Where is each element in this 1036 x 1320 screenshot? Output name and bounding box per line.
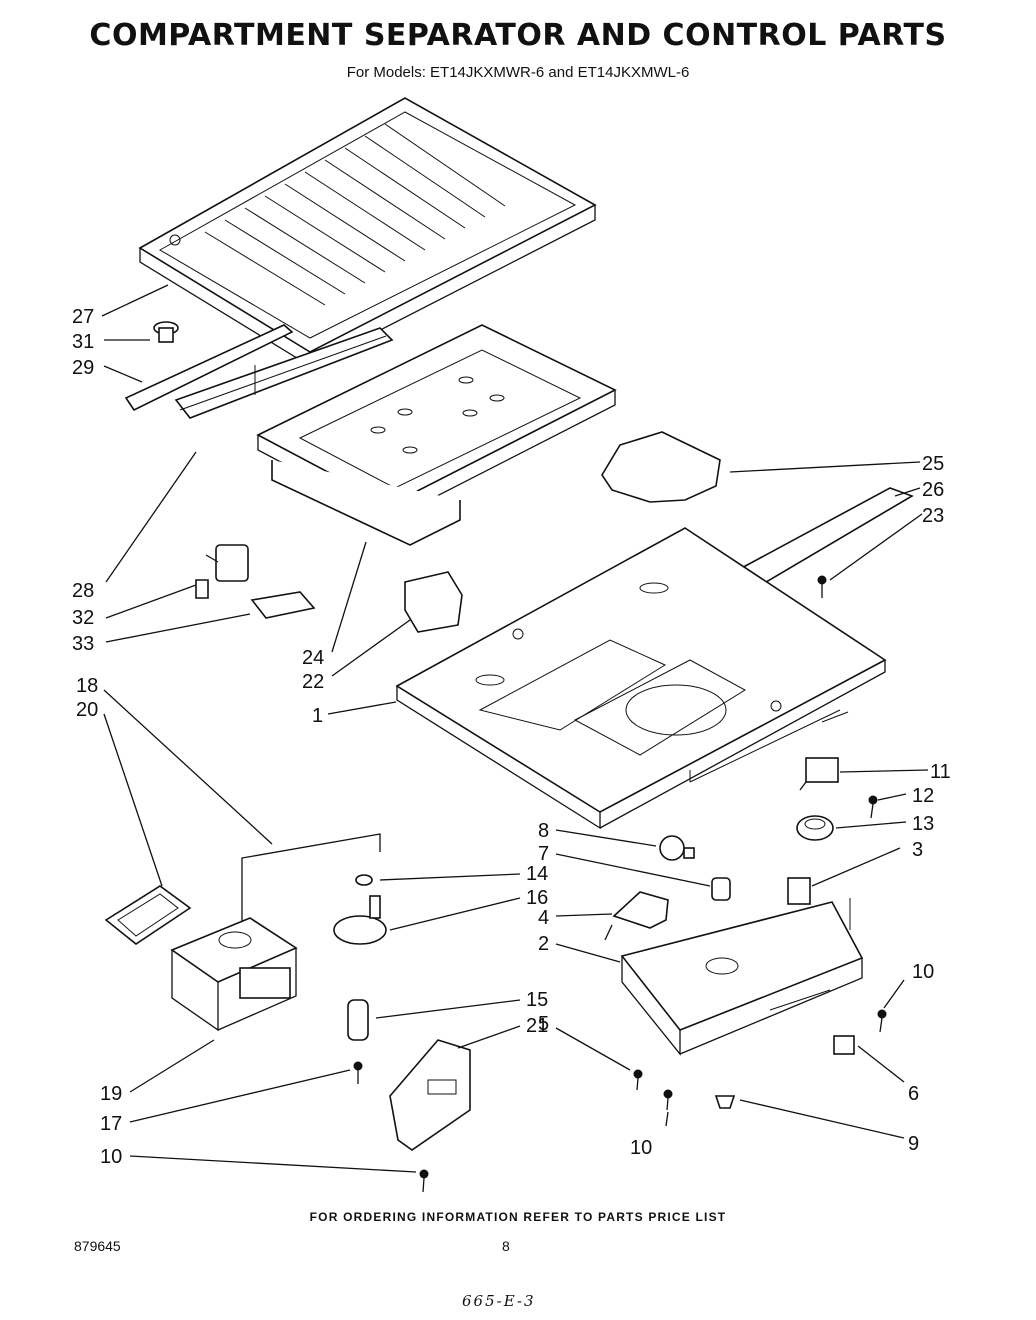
part-32-bulb-socket — [195, 544, 249, 599]
part-27-grille-shelf — [138, 97, 597, 367]
part-10-screw-bottom — [419, 1169, 429, 1193]
part-10-screw-mid — [663, 1089, 673, 1111]
callout-8: 8 — [538, 820, 549, 842]
callout-10-bottom: 10 — [100, 1146, 122, 1168]
part-2-control-housing — [620, 901, 864, 1056]
callout-10-mid: 10 — [630, 1137, 652, 1159]
callout-7: 7 — [538, 843, 549, 865]
callout-33: 33 — [72, 633, 94, 655]
part-9-glide — [714, 1095, 736, 1109]
part-11-switch — [799, 711, 849, 791]
part-4-thermostat — [604, 891, 669, 941]
callout-29: 29 — [72, 357, 94, 379]
callout-32: 32 — [72, 607, 94, 629]
callout-17: 17 — [100, 1113, 122, 1135]
callout-14: 14 — [526, 863, 548, 885]
callout-31: 31 — [72, 331, 94, 353]
part-16-motor-mount — [333, 895, 387, 945]
part-13-knob — [796, 815, 834, 841]
callout-6: 6 — [908, 1083, 919, 1105]
handwritten-note: 665-E-3 — [462, 1292, 536, 1310]
callout-19: 19 — [100, 1083, 122, 1105]
callout-28: 28 — [72, 580, 94, 602]
part-12-screw — [868, 795, 878, 819]
callout-10-right: 10 — [912, 961, 934, 983]
part-20-gasket — [104, 885, 192, 945]
part-28-rail — [174, 327, 394, 419]
part-24-separator-frame — [256, 324, 617, 546]
part-33-clip — [250, 591, 316, 619]
callout-5: 5 — [538, 1013, 549, 1035]
part-31-grommet — [153, 321, 179, 343]
part-5-screw — [633, 1069, 643, 1091]
callout-3: 3 — [912, 839, 923, 861]
callout-2: 2 — [538, 933, 549, 955]
models-subtitle: For Models: ET14JKXMWR-6 and ET14JKXMWL-… — [346, 64, 690, 81]
callout-25: 25 — [922, 453, 944, 475]
callout-26: 26 — [922, 479, 944, 501]
part-15-motor — [347, 999, 369, 1041]
callout-23: 23 — [922, 505, 944, 527]
callout-27: 27 — [72, 306, 94, 328]
page-title: COMPARTMENT SEPARATOR AND CONTROL PARTS — [89, 18, 947, 53]
part-10-screw-right — [877, 1009, 887, 1033]
part-6-clip — [833, 1035, 855, 1055]
part-19-fan-box — [170, 917, 298, 1032]
callout-16: 16 — [526, 887, 548, 909]
callout-4: 4 — [538, 907, 549, 929]
part-25-baffle — [601, 431, 721, 503]
page-number: 8 — [502, 1238, 510, 1254]
callout-22: 22 — [302, 671, 324, 693]
part-21-bracket — [389, 1039, 471, 1151]
ordering-note: FOR ORDERING INFORMATION REFER TO PARTS … — [309, 1210, 727, 1224]
part-23-screw — [817, 575, 827, 598]
part-14-nut — [355, 874, 373, 886]
part-22-block — [404, 571, 463, 633]
part-1-separator-pan — [395, 527, 887, 830]
callout-12: 12 — [912, 785, 934, 807]
part-18-wire — [241, 833, 381, 922]
callout-9: 9 — [908, 1133, 919, 1155]
document-number: 879645 — [74, 1238, 121, 1254]
callout-11: 11 — [930, 761, 951, 783]
callout-15: 15 — [526, 989, 548, 1011]
callout-numbers: 27 31 29 28 32 33 24 22 1 25 26 23 18 20… — [72, 306, 951, 1168]
part-29-rod — [124, 324, 294, 412]
part-8-lamp — [659, 835, 695, 861]
callout-1: 1 — [312, 705, 323, 727]
callout-20: 20 — [76, 699, 98, 721]
callout-13: 13 — [912, 813, 934, 835]
part-17-screw — [353, 1061, 363, 1084]
callout-24: 24 — [302, 647, 324, 669]
part-3-switch — [787, 877, 851, 930]
callout-18: 18 — [76, 675, 98, 697]
callout-leaders — [101, 284, 929, 1173]
part-7-socket — [711, 877, 731, 901]
callout-21: 21 — [526, 1015, 548, 1037]
